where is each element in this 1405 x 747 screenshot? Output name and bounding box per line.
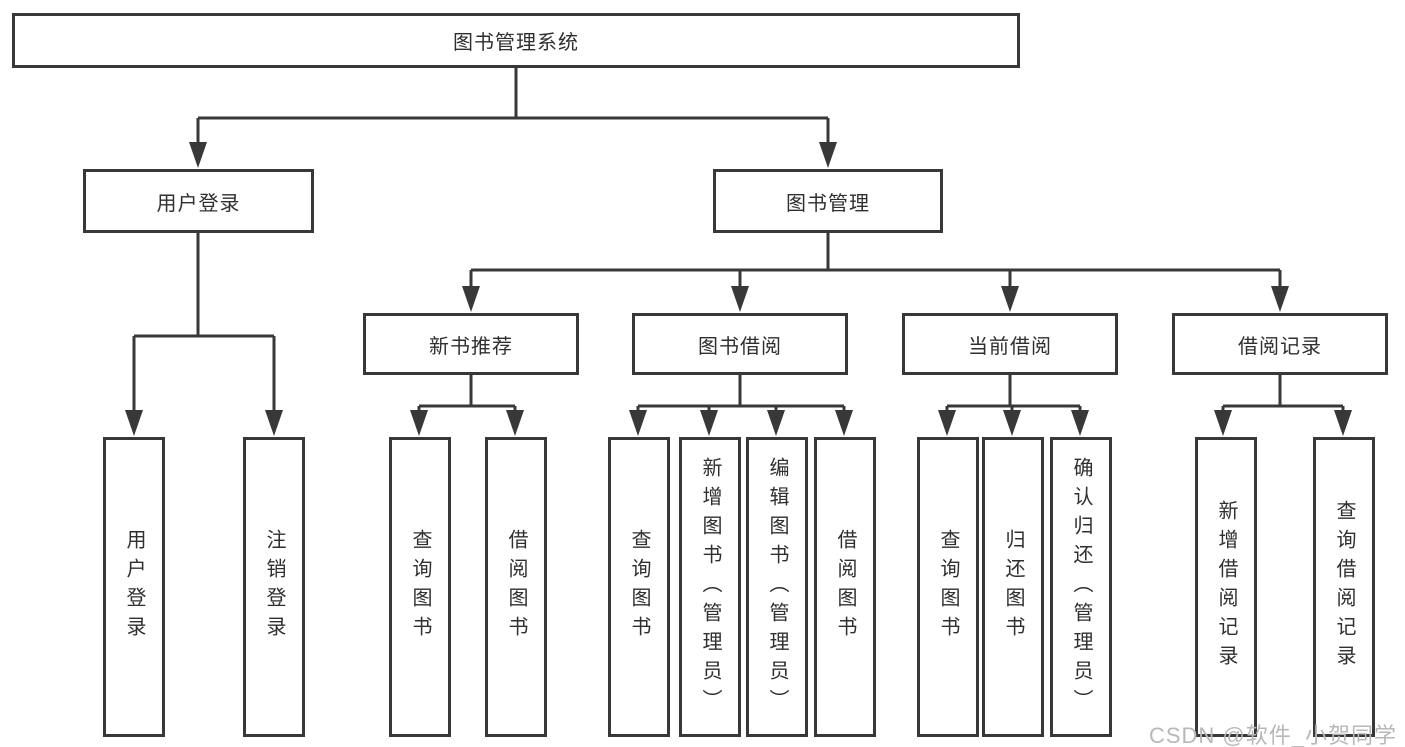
node-label: 用户登录 (156, 192, 241, 215)
leaf-borrow-books: 借阅图书 (814, 437, 876, 737)
node-label: 查询图书 (937, 529, 959, 645)
leaf-return-book: 归还图书 (982, 437, 1044, 737)
node-label: 图书借阅 (698, 335, 782, 358)
node-library-management-system: 图书管理系统 (12, 13, 1020, 68)
leaf-query-books: 查询图书 (917, 437, 979, 737)
node-label: 借阅记录 (1238, 335, 1322, 358)
node-label: 注销登录 (263, 529, 285, 645)
arrowheads (125, 142, 1352, 436)
node-label: 新书推荐 (429, 335, 513, 358)
node-label: 新增借阅记录 (1215, 500, 1237, 674)
node-label: 借阅图书 (505, 529, 527, 645)
node-label: 图书管理系统 (453, 32, 579, 54)
node-label: 当前借阅 (968, 335, 1052, 358)
node-label: 查询借阅记录 (1333, 500, 1355, 674)
node-label: 借阅图书 (834, 529, 856, 645)
leaf-user-login: 用户登录 (103, 437, 165, 737)
node-label: 查询图书 (628, 529, 650, 645)
node-book-borrowing: 图书借阅 (632, 313, 848, 375)
leaf-query-books: 查询图书 (389, 437, 451, 737)
leaf-query-borrow-record: 查询借阅记录 (1313, 437, 1375, 737)
node-label: 用户登录 (123, 529, 145, 645)
node-user-login: 用户登录 (83, 169, 314, 233)
leaf-edit-book-admin: 编辑图书（管理员） (746, 437, 808, 737)
node-label: 编辑图书（管理员） (766, 456, 788, 718)
node-book-management: 图书管理 (713, 169, 943, 233)
node-borrowing-records: 借阅记录 (1172, 313, 1388, 375)
node-new-book-recommendation: 新书推荐 (363, 313, 579, 375)
node-label: 图书管理 (786, 192, 870, 215)
node-label: 确认归还（管理员） (1070, 456, 1092, 718)
leaf-add-borrow-record: 新增借阅记录 (1195, 437, 1257, 737)
leaf-add-book-admin: 新增图书（管理员） (679, 437, 741, 737)
node-current-borrowing: 当前借阅 (902, 313, 1118, 375)
node-label: 查询图书 (409, 529, 431, 645)
node-label: 归还图书 (1002, 529, 1024, 645)
leaf-logout: 注销登录 (243, 437, 305, 737)
leaf-query-books: 查询图书 (608, 437, 670, 737)
node-label: 新增图书（管理员） (699, 456, 721, 718)
leaf-borrow-books: 借阅图书 (485, 437, 547, 737)
csdn-watermark: CSDN @软件_小贺同学 (1148, 723, 1397, 747)
leaf-confirm-return-admin: 确认归还（管理员） (1050, 437, 1112, 737)
